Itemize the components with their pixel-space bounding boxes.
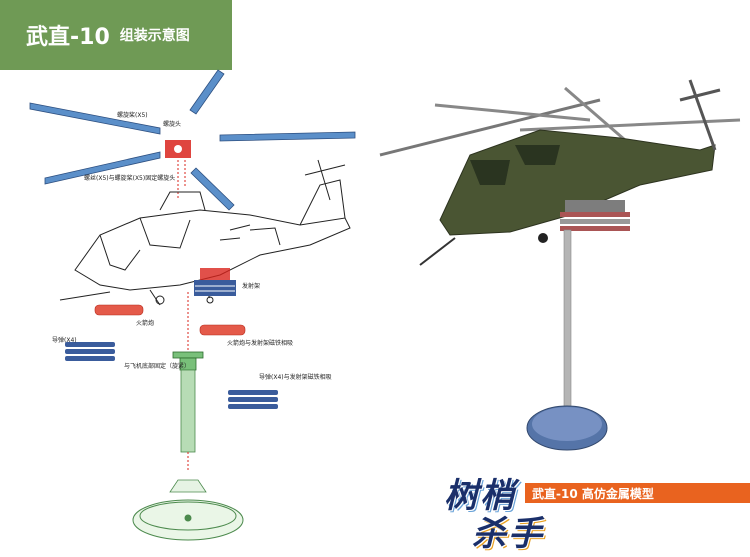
header-banner: 武直-10 组装示意图 [0,0,232,70]
stand-top [172,351,204,371]
model-stand [526,229,608,451]
blade-5 [190,167,235,211]
product-banner [525,483,750,503]
label-launcher: 发射架 [242,283,261,290]
product-banner-text: 武直-10 高仿金属模型 [532,487,654,501]
rotor-blades-exploded [29,69,356,211]
blade-3 [189,69,225,115]
header-title: 武直-10 [26,25,110,50]
brand-logo-line2: 杀手 [472,514,544,554]
launcher-parts [194,268,236,296]
cannon-right [199,324,246,336]
cannon-left [94,304,144,316]
label-rotor-frame: 螺旋桨(X5) [117,112,148,119]
blade-2 [44,151,161,185]
label-cannon-magnet: 火箭炮与发射架磁铁相吸 [227,340,294,347]
stand-cone [169,479,207,493]
label-cannon: 火箭炮 [136,320,155,327]
label-rotor-head: 螺旋头 [163,121,182,128]
helicopter-model-photo [379,79,741,266]
stand-base [132,499,244,541]
header-subtitle: 组装示意图 [119,28,190,44]
missiles-right [228,390,278,409]
blade-1 [29,102,161,135]
label-missile-left: 导弹(X4) [52,337,77,344]
stand-pole [180,369,196,453]
label-missile-magnet: 导弹(X4)与发射架磁铁相吸 [259,374,332,381]
rotor-head [165,140,191,158]
label-belly-fix: 与飞机底部固定（旋紧） [124,363,191,370]
missiles-left [65,342,115,361]
label-screw-fix: 螺丝(X5)与螺旋桨(X5)固定螺旋头 [84,175,176,182]
brand-logo-line1: 树梢 [444,476,516,516]
blade-4 [219,131,356,142]
